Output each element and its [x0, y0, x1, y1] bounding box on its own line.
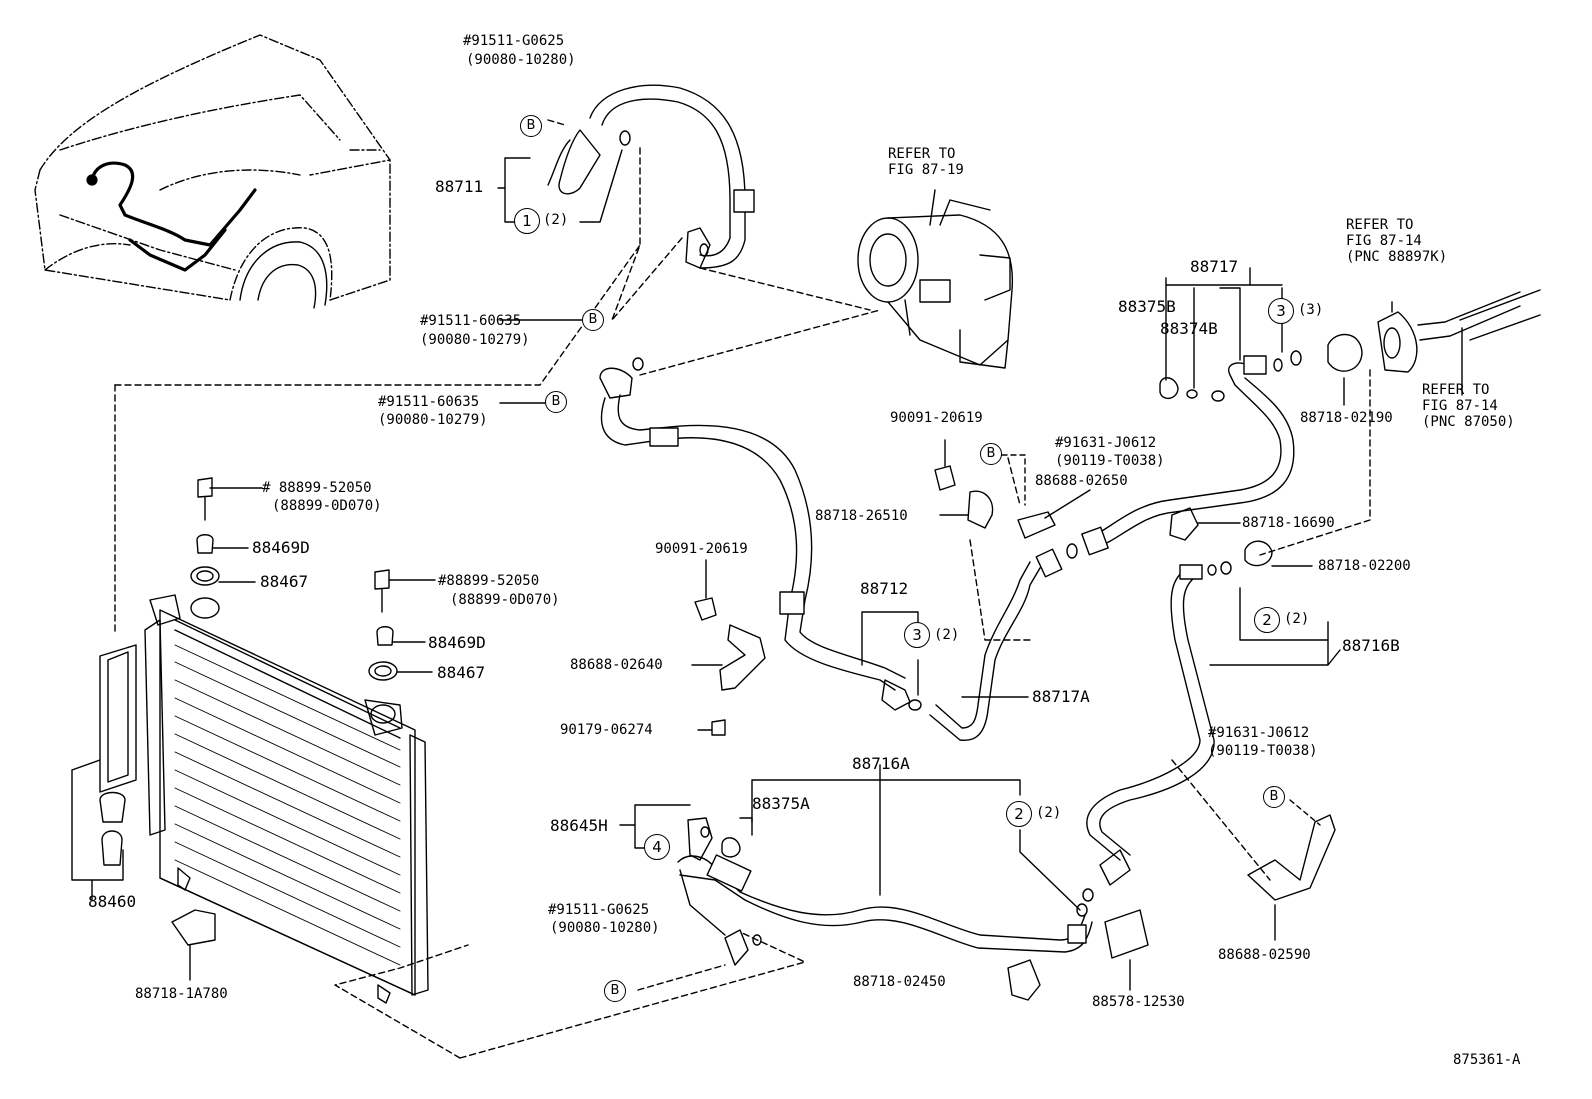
part-number-label: # 88899-52050	[262, 480, 372, 496]
pipe-88717A	[929, 543, 1078, 742]
callout-2: 2	[1006, 801, 1032, 827]
part-number-label: 88374B	[1160, 319, 1218, 338]
part-number-label: 88467	[260, 572, 309, 591]
part-number-label: #91511-G0625	[548, 902, 650, 918]
part-number-label: 90091-20619	[655, 541, 748, 557]
quantity-label: (2)	[934, 627, 960, 643]
part-number-label: 88718-16690	[1242, 515, 1335, 531]
part-number-label: 88712	[860, 579, 909, 598]
part-number-label: #91631-J0612	[1055, 435, 1157, 451]
part-number-label: 88645H	[550, 816, 608, 835]
part-number-label: 88711	[435, 177, 484, 196]
reference-label: REFER TO	[1422, 382, 1490, 398]
part-number-label: 88578-12530	[1092, 994, 1185, 1010]
hose-88712	[599, 357, 922, 711]
pipe-88716A	[677, 854, 1093, 966]
callout-3: 3	[1268, 298, 1294, 324]
part-number-label: (90080-10280)	[550, 920, 660, 936]
part-number-label: 88718-02200	[1318, 558, 1411, 574]
reference-label: FIG 87-14	[1346, 233, 1422, 249]
part-number-label: 88467	[437, 663, 486, 682]
part-number-label: 88688-02590	[1218, 947, 1311, 963]
part-number-label: 88718-02450	[853, 974, 946, 990]
quantity-label: (2)	[543, 212, 569, 228]
part-number-label: (90080-10279)	[378, 412, 488, 428]
reference-label: REFER TO	[888, 146, 956, 162]
part-number-label: 88469D	[428, 633, 486, 652]
quantity-label: (2)	[1036, 805, 1062, 821]
part-number-label: #91511-60635	[420, 313, 522, 329]
quantity-label: (3)	[1298, 302, 1324, 318]
part-number-label: 88716A	[852, 754, 910, 773]
pipe-88716B	[1082, 564, 1215, 902]
callout-3: 3	[904, 622, 930, 648]
callout-b: B	[604, 980, 626, 1002]
vehicle-outline	[34, 34, 391, 301]
part-number-label: 88718-02190	[1300, 410, 1393, 426]
callout-2: 2	[1254, 607, 1280, 633]
part-number-label: (90080-10279)	[420, 332, 530, 348]
part-number-label: #91511-60635	[378, 394, 480, 410]
part-number-label: 88469D	[252, 538, 310, 557]
vehicle-wheel	[239, 241, 328, 309]
figure-id: 875361-A	[1453, 1052, 1521, 1068]
vehicle-harness	[86, 161, 257, 272]
quantity-label: (2)	[1284, 611, 1310, 627]
part-number-label: 88716B	[1342, 636, 1400, 655]
callout-4: 4	[644, 834, 670, 860]
part-number-label: (90119-T0038)	[1208, 743, 1318, 759]
callout-b: B	[582, 309, 604, 331]
part-number-label: 88375A	[752, 794, 810, 813]
reference-label: (PNC 87050)	[1422, 414, 1515, 430]
part-number-label: #91511-G0625	[463, 33, 565, 49]
reference-label: FIG 87-14	[1422, 398, 1498, 414]
part-number-label: 88460	[88, 892, 137, 911]
part-number-label: (90119-T0038)	[1055, 453, 1165, 469]
callout-1: 1	[514, 208, 540, 234]
pipe-88717	[1081, 350, 1302, 556]
callout-b: B	[520, 115, 542, 137]
callout-b: B	[545, 391, 567, 413]
part-number-label: 88718-26510	[815, 508, 908, 524]
callout-b: B	[1263, 786, 1285, 808]
hose-88711	[547, 84, 755, 269]
part-number-label: 88717	[1190, 257, 1239, 276]
part-number-label: #88899-52050	[438, 573, 540, 589]
part-number-label: (88899-0D070)	[272, 498, 382, 514]
part-number-label: (88899-0D070)	[450, 592, 560, 608]
compressor	[857, 189, 1014, 369]
part-number-label: #91631-J0612	[1208, 725, 1310, 741]
part-number-label: 90179-06274	[560, 722, 653, 738]
condenser	[144, 594, 429, 1004]
reference-label: (PNC 88897K)	[1346, 249, 1448, 265]
callout-b: B	[980, 443, 1002, 465]
part-number-label: 88717A	[1032, 687, 1090, 706]
part-number-label: 90091-20619	[890, 410, 983, 426]
reference-label: FIG 87-19	[888, 162, 964, 178]
part-number-label: 88718-1A780	[135, 986, 228, 1002]
part-number-label: 88688-02650	[1035, 473, 1128, 489]
part-number-label: 88688-02640	[570, 657, 663, 673]
part-number-label: (90080-10280)	[466, 52, 576, 68]
reference-label: REFER TO	[1346, 217, 1414, 233]
part-number-label: 88375B	[1118, 297, 1176, 316]
